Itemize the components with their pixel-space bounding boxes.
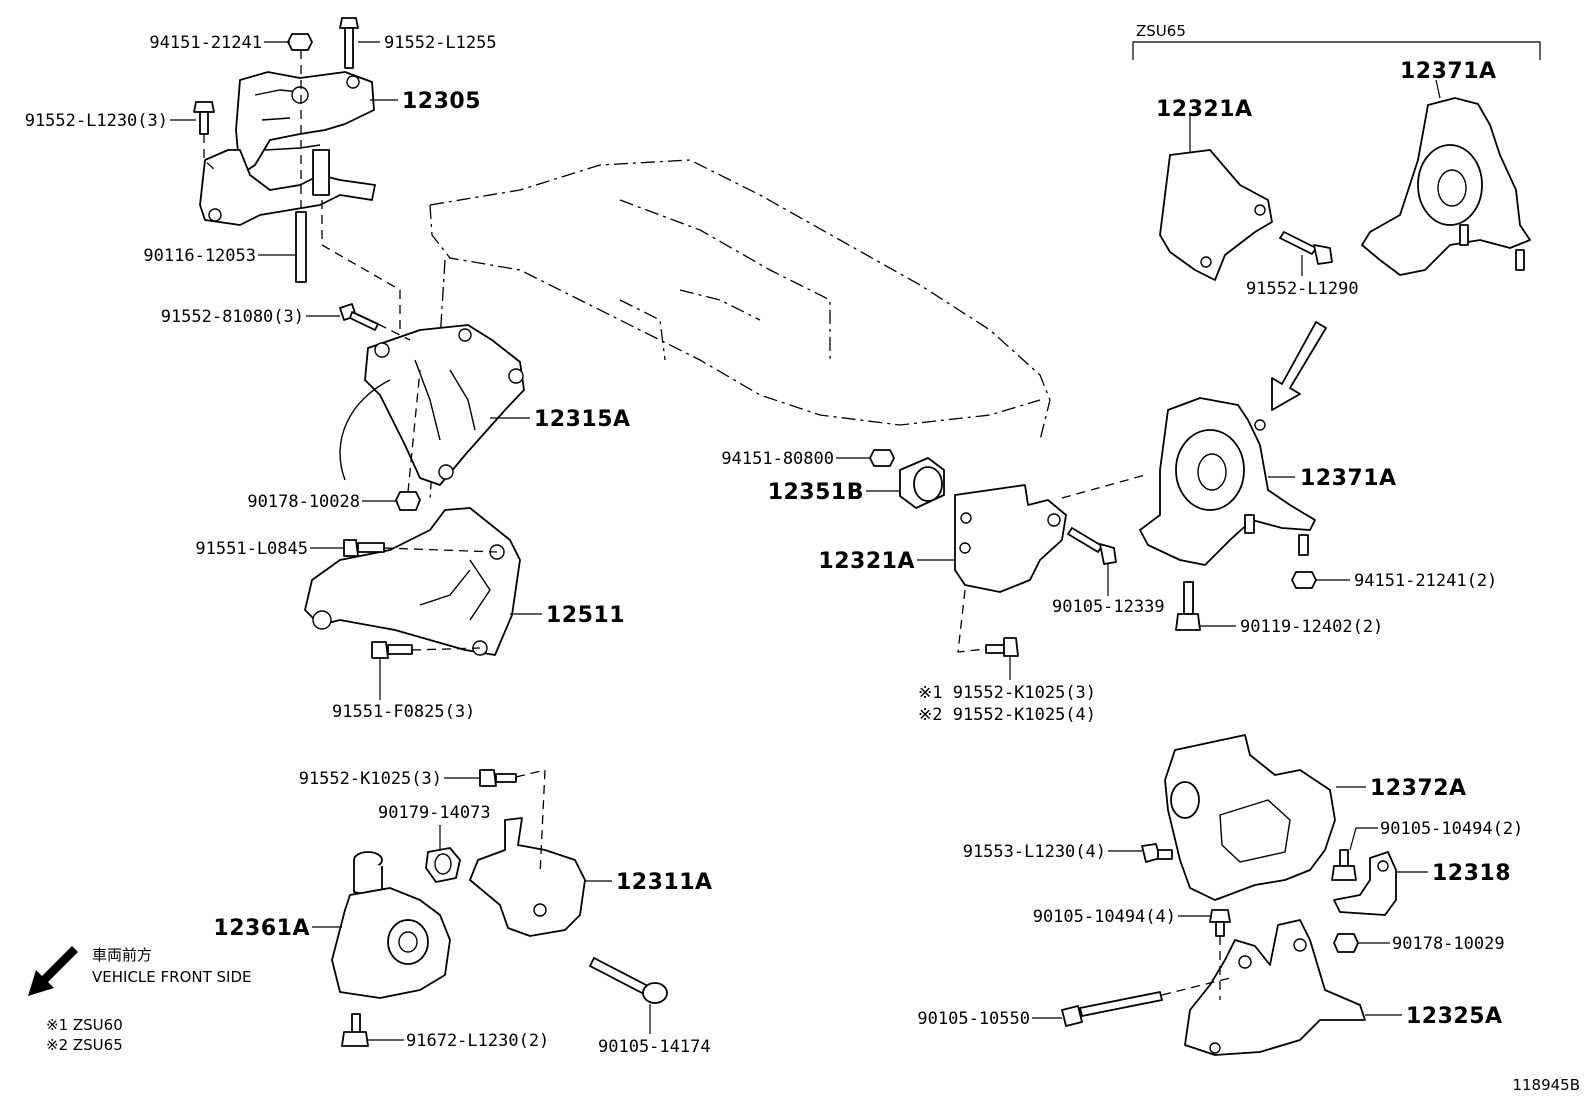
stud-90116-12053 bbox=[295, 211, 307, 283]
bracket-12321A-mid bbox=[954, 484, 1067, 593]
vehicle-front-arrow-icon bbox=[28, 946, 78, 996]
bolt-91552-L1230 bbox=[193, 101, 215, 135]
footnote-zsu60: ※1 ZSU60 bbox=[46, 1016, 123, 1034]
diagram-id: 118945B bbox=[1512, 1076, 1580, 1094]
callout-90116-12053: 90116-12053 bbox=[143, 246, 256, 266]
bolt-90105-10550 bbox=[1061, 991, 1163, 1027]
nut-90179-14073 bbox=[425, 847, 461, 883]
nut-94151-80800 bbox=[869, 449, 895, 467]
bolt-91552-L1255 bbox=[339, 17, 359, 69]
bolt-91552-81080 bbox=[339, 303, 379, 331]
bolt-91551-F0825 bbox=[371, 641, 413, 659]
callout-12511: 12511 bbox=[546, 603, 625, 628]
front-note-english: VEHICLE FRONT SIDE bbox=[92, 968, 252, 986]
mount-12361A bbox=[331, 851, 451, 999]
callout-90178-10028: 90178-10028 bbox=[247, 492, 360, 512]
leader-lines bbox=[170, 41, 1441, 1041]
callout-12321A-top: 12321A bbox=[1156, 97, 1253, 122]
bolt-91552-L1290 bbox=[1279, 231, 1333, 265]
callout-91552-L1290: 91552-L1290 bbox=[1246, 279, 1359, 299]
callout-91551-F0825-3: 91551-F0825(3) bbox=[332, 702, 475, 722]
transmission-bracket-12511 bbox=[304, 507, 521, 656]
callout-91553-L1230-4: 91553-L1230(4) bbox=[963, 842, 1106, 862]
callout-90178-10029: 90178-10029 bbox=[1392, 934, 1505, 954]
callout-90105-10494-2: 90105-10494(2) bbox=[1380, 819, 1523, 839]
callout-91551-L0845: 91551-L0845 bbox=[195, 539, 308, 559]
bolt-90119-12402 bbox=[1175, 581, 1201, 631]
callout-90119-12402-2: 90119-12402(2) bbox=[1240, 617, 1383, 637]
callout-12351B: 12351B bbox=[768, 480, 864, 505]
callout-90179-14073: 90179-14073 bbox=[378, 803, 491, 823]
mount-12372A bbox=[1164, 734, 1336, 901]
callout-12361A: 12361A bbox=[213, 916, 310, 941]
callout-94151-80800: 94151-80800 bbox=[721, 449, 834, 469]
bolt-91551-L0845 bbox=[343, 539, 385, 557]
engine-mount-12305 bbox=[199, 71, 376, 226]
nut-90178-10029 bbox=[1333, 933, 1359, 953]
callout-12311A: 12311A bbox=[616, 870, 713, 895]
bolt-90105-12339 bbox=[1067, 527, 1117, 565]
bracket-12318 bbox=[1333, 851, 1397, 916]
callout-12372A: 12372A bbox=[1370, 776, 1467, 801]
callout-12305: 12305 bbox=[402, 89, 481, 114]
zsu65-label: ZSU65 bbox=[1136, 22, 1186, 40]
callout-94151-21241: 94151-21241 bbox=[149, 33, 262, 53]
bolt-91553-L1230 bbox=[1141, 843, 1173, 863]
callout-90105-12339: 90105-12339 bbox=[1052, 597, 1165, 617]
nut-90178-10028 bbox=[395, 491, 421, 511]
bolt-90105-10494-right bbox=[1331, 849, 1357, 881]
bolt-90105-10494-lower bbox=[1209, 909, 1231, 937]
callout-12325A: 12325A bbox=[1406, 1004, 1503, 1029]
nut-94151-21241-top bbox=[287, 33, 313, 51]
bolt-91552-K1025-mid bbox=[985, 637, 1019, 657]
footnote-zsu65: ※2 ZSU65 bbox=[46, 1036, 123, 1054]
front-note-japanese: 車両前方 bbox=[92, 946, 152, 964]
callout-94151-21241-2: 94151-21241(2) bbox=[1354, 571, 1497, 591]
callout-91552-81080-3: 91552-81080(3) bbox=[161, 307, 304, 327]
callout-91672-L1230-2: 91672-L1230(2) bbox=[406, 1031, 549, 1051]
bracket-12311A bbox=[469, 817, 586, 937]
callout-90105-10550: 90105-10550 bbox=[917, 1009, 1030, 1029]
callout-12318: 12318 bbox=[1432, 861, 1511, 886]
assembly-arrow bbox=[1271, 321, 1327, 411]
bolt-90105-14174 bbox=[589, 957, 668, 1004]
stopper-12351B bbox=[899, 457, 945, 509]
callout-12371A-top: 12371A bbox=[1400, 59, 1497, 84]
assembly-lines bbox=[203, 50, 1231, 1000]
callout-91552-K1025-4-zsu65: ※2 91552-K1025(4) bbox=[918, 705, 1096, 725]
callout-12315A: 12315A bbox=[534, 407, 631, 432]
zsu65-group-bracket bbox=[1132, 41, 1541, 60]
callout-91552-L1255: 91552-L1255 bbox=[384, 33, 497, 53]
callout-12321A-mid: 12321A bbox=[818, 549, 915, 574]
engine-bracket-12315A bbox=[339, 324, 525, 486]
mount-12371A-top bbox=[1361, 97, 1531, 276]
callout-12371A-mid: 12371A bbox=[1300, 466, 1397, 491]
callout-91552-K1025-3: 91552-K1025(3) bbox=[299, 769, 442, 789]
callout-90105-10494-4: 90105-10494(4) bbox=[1033, 907, 1176, 927]
bolt-91552-K1025-lower bbox=[479, 769, 517, 787]
nut-94151-21241-right bbox=[1291, 571, 1317, 589]
bracket-12325A bbox=[1184, 919, 1366, 1056]
callout-90105-14174: 90105-14174 bbox=[598, 1037, 711, 1057]
bracket-12321A-top bbox=[1159, 149, 1273, 281]
callout-91552-K1025-3-zsu60: ※1 91552-K1025(3) bbox=[918, 683, 1096, 703]
mount-12371A-mid bbox=[1139, 397, 1316, 566]
bolt-91672-L1230 bbox=[341, 1013, 369, 1047]
callout-91552-L1230-3: 91552-L1230(3) bbox=[25, 111, 168, 131]
